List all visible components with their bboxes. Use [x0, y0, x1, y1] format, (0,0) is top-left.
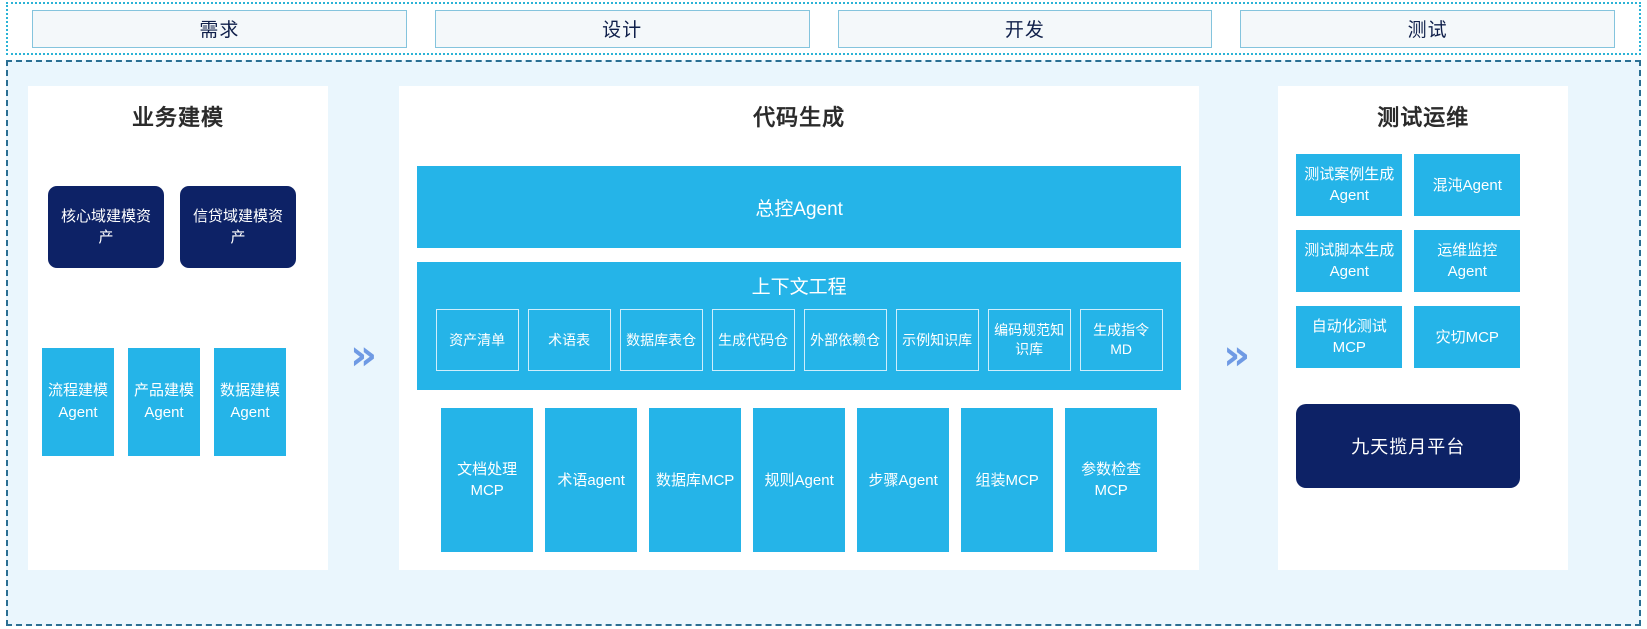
agent-label: 流程建模Agent: [47, 382, 108, 421]
tool-box-parameter-check-mcp[interactable]: 参数检查MCP: [1065, 408, 1158, 552]
test-box-disaster-switch-mcp[interactable]: 灾切MCP: [1414, 306, 1521, 368]
test-box-label: 测试案例生成Agent: [1304, 166, 1395, 204]
phase-box-design[interactable]: 设计: [434, 9, 810, 48]
context-chip-generation-instruction-md[interactable]: 生成指令MD: [1079, 309, 1163, 371]
panel-title-business-modeling: 业务建模: [131, 105, 224, 130]
asset-label: 信贷域建模资产: [192, 208, 283, 246]
tool-label: 数据库MCP: [655, 471, 735, 489]
context-chip-label: 生成代码仓: [718, 331, 789, 348]
context-chip-label: 资产清单: [449, 331, 506, 348]
test-operations-grid: 测试案例生成Agent 混沌Agent 测试脚本生成Agent 运维监控Agen…: [1296, 154, 1568, 368]
tool-label: 规则Agent: [764, 471, 834, 489]
agent-box-data-modeling[interactable]: 数据建模Agent: [214, 348, 286, 456]
tool-box-glossary-agent[interactable]: 术语agent: [545, 408, 638, 552]
agent-box-product-modeling[interactable]: 产品建模Agent: [128, 348, 200, 456]
phase-bar: 需求 设计 开发 测试: [6, 2, 1641, 55]
panel-title-test-operations: 测试运维: [1377, 105, 1470, 130]
platform-label: 九天揽月平台: [1351, 437, 1466, 457]
platform-box-jiutian-lanyue[interactable]: 九天揽月平台: [1296, 404, 1521, 488]
agent-label: 产品建模Agent: [133, 382, 194, 421]
context-chip-coding-standard-knowledge-base[interactable]: 编码规范知识库: [987, 309, 1071, 371]
asset-box-credit-domain[interactable]: 信贷域建模资产: [180, 186, 296, 268]
tool-box-rule-agent[interactable]: 规则Agent: [753, 408, 846, 552]
tool-label: 术语agent: [557, 471, 625, 489]
tool-box-assembly-mcp[interactable]: 组装MCP: [961, 408, 1054, 552]
context-engineering-title: 上下文工程: [751, 277, 847, 298]
context-chip-example-knowledge-base[interactable]: 示例知识库: [895, 309, 979, 371]
phase-box-development[interactable]: 开发: [837, 9, 1213, 48]
tool-box-database-mcp[interactable]: 数据库MCP: [649, 408, 742, 552]
tool-label: 参数检查MCP: [1081, 461, 1142, 499]
test-box-label: 运维监控Agent: [1437, 242, 1498, 280]
code-generation-tools-row: 文档处理MCP 术语agent 数据库MCP 规则Agent 步骤Agent 组…: [399, 408, 1199, 552]
tool-label: 文档处理MCP: [457, 461, 518, 499]
context-chip-label: 术语表: [548, 331, 591, 348]
test-box-test-script-generation-agent[interactable]: 测试脚本生成Agent: [1296, 230, 1403, 292]
context-chip-label: 数据库表仓: [626, 331, 697, 348]
chevron-right-icon: »: [1223, 330, 1251, 379]
context-engineering-block: 上下文工程 资产清单 术语表 数据库表仓 生成代码仓 外部依赖仓 示: [417, 262, 1182, 390]
master-control-agent-label: 总控Agent: [755, 198, 843, 220]
agent-label: 数据建模Agent: [219, 382, 280, 421]
phase-box-requirements[interactable]: 需求: [32, 9, 407, 48]
context-chip-glossary[interactable]: 术语表: [527, 309, 611, 371]
business-modeling-agents-row: 流程建模Agent 产品建模Agent 数据建模Agent: [42, 348, 328, 456]
tool-box-document-processing-mcp[interactable]: 文档处理MCP: [441, 408, 534, 552]
test-box-test-case-generation-agent[interactable]: 测试案例生成Agent: [1296, 154, 1403, 216]
tool-label: 步骤Agent: [868, 471, 938, 489]
phase-box-testing[interactable]: 测试: [1240, 9, 1615, 48]
test-box-label: 自动化测试MCP: [1311, 318, 1387, 356]
chevron-right-icon: »: [350, 330, 378, 379]
test-box-label: 测试脚本生成Agent: [1304, 242, 1395, 280]
business-modeling-assets-row: 核心域建模资产 信贷域建模资产: [48, 186, 328, 268]
tool-box-step-agent[interactable]: 步骤Agent: [857, 408, 950, 552]
tool-label: 组装MCP: [975, 471, 1039, 489]
panel-code-generation: 代码生成 总控Agent 上下文工程 资产清单 术语表 数据库表仓 生成代码仓: [399, 86, 1200, 570]
agent-box-process-modeling[interactable]: 流程建模Agent: [42, 348, 114, 456]
architecture-diagram-area: 业务建模 核心域建模资产 信贷域建模资产 流程建模Agent 产品建模Agent…: [6, 60, 1641, 626]
phase-label: 测试: [1407, 20, 1448, 41]
asset-box-core-domain[interactable]: 核心域建模资产: [48, 186, 164, 268]
context-chip-external-dependency-repo[interactable]: 外部依赖仓: [803, 309, 887, 371]
context-engineering-items: 资产清单 术语表 数据库表仓 生成代码仓 外部依赖仓 示例知识库: [417, 309, 1181, 371]
master-control-agent-bar[interactable]: 总控Agent: [417, 166, 1182, 248]
test-box-chaos-agent[interactable]: 混沌Agent: [1414, 154, 1521, 216]
context-chip-label: 示例知识库: [902, 331, 973, 348]
phase-label: 需求: [199, 20, 240, 41]
phase-label: 设计: [602, 20, 643, 41]
test-box-label: 灾切MCP: [1435, 328, 1499, 346]
context-chip-label: 编码规范知识库: [994, 322, 1065, 357]
phase-label: 开发: [1004, 20, 1045, 41]
test-box-label: 混沌Agent: [1432, 176, 1502, 194]
panel-test-operations: 测试运维 测试案例生成Agent 混沌Agent 测试脚本生成Agent 运维监…: [1278, 86, 1569, 570]
context-chip-generated-code-repo[interactable]: 生成代码仓: [711, 309, 795, 371]
panel-title-code-generation: 代码生成: [753, 105, 846, 130]
panel-business-modeling: 业务建模 核心域建模资产 信贷域建模资产 流程建模Agent 产品建模Agent…: [28, 86, 328, 570]
asset-label: 核心域建模资产: [60, 208, 151, 246]
test-box-automated-test-mcp[interactable]: 自动化测试MCP: [1296, 306, 1403, 368]
context-chip-label: 生成指令MD: [1093, 322, 1150, 357]
context-chip-asset-inventory[interactable]: 资产清单: [435, 309, 519, 371]
context-chip-db-table-repo[interactable]: 数据库表仓: [619, 309, 703, 371]
test-box-ops-monitoring-agent[interactable]: 运维监控Agent: [1414, 230, 1521, 292]
context-chip-label: 外部依赖仓: [810, 331, 881, 348]
